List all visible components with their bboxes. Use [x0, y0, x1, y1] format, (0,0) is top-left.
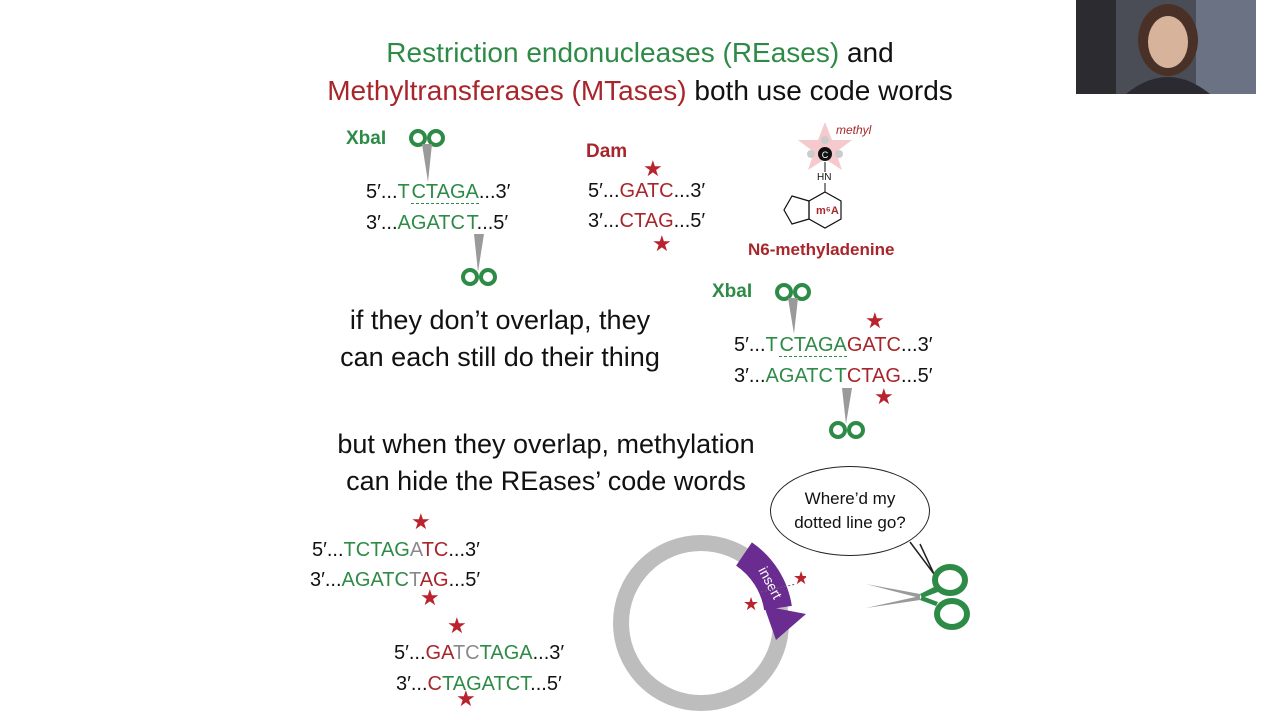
scissors-icon	[409, 129, 445, 182]
xbai-label: XbaI	[712, 281, 753, 302]
xbai2-top-strand: 5′...T CTAGAGATC...3′	[734, 334, 932, 357]
dam-label: Dam	[586, 141, 628, 162]
seq-base: T	[408, 569, 420, 591]
n6-methyladenine-caption: N6-methyladenine	[748, 240, 895, 259]
methyl-star-icon: ★	[420, 585, 440, 610]
plasmid-diagram: insert ★ ★	[613, 535, 806, 711]
scissors-icon	[461, 234, 497, 286]
seq-end: 3′...	[366, 212, 398, 234]
seq-end: ...3′	[532, 642, 565, 664]
recognition-site: TAGATCT	[442, 673, 531, 695]
methyl-star-icon: ★	[447, 613, 467, 638]
seq-end: 5′...	[312, 539, 344, 561]
hn-group: HN	[817, 172, 831, 183]
overlap2-bottom-strand: 3′...CTAGATCT...5′	[396, 673, 562, 696]
presenter-video[interactable]	[1076, 0, 1256, 94]
seq-end: 5′...	[734, 334, 766, 356]
dam-top-strand: 5′...GATC...3′	[588, 180, 705, 203]
seq-end: 5′...	[394, 642, 426, 664]
insert-segment	[735, 542, 792, 611]
presenter-video-frame	[1076, 0, 1256, 94]
recognition-site: AGATC	[341, 569, 409, 591]
text-line: but when they overlap, methylation	[337, 429, 755, 459]
seq-base: T	[765, 334, 778, 356]
title-and: and	[839, 37, 894, 68]
text-line: can hide the REases’ code words	[346, 466, 746, 496]
methyl-star-icon: ★	[793, 568, 806, 588]
m6a-label: m⁶A	[816, 205, 839, 217]
overlap2-top-strand: 5′...GATCTAGA...3′	[394, 642, 564, 665]
bubble-text: dotted line go?	[794, 513, 906, 532]
recognition-site: CTAG	[619, 210, 674, 232]
xbai-label: XbaI	[346, 128, 387, 149]
slide-title: Restriction endonucleases (REases) and M…	[0, 34, 1280, 110]
scissors-icon	[829, 388, 865, 439]
overlap1-bottom-strand: 3′...AGATCTAG...5′	[310, 569, 480, 592]
methyl-star-icon: ★	[865, 308, 885, 333]
text-line: can each still do their thing	[340, 342, 660, 372]
methyl-star-icon: ★	[652, 231, 672, 256]
seq-end: ...3′	[478, 181, 511, 203]
dam-bottom-strand: 3′...CTAG...5′	[588, 210, 705, 233]
recognition-site: CTAGA	[411, 181, 479, 204]
seq-end: 3′...	[734, 365, 766, 387]
methyl-word: methyl	[836, 123, 872, 137]
seq-end: ...3′	[900, 334, 933, 356]
methyladenine-structure: C methyl HN m⁶A	[783, 122, 872, 229]
title-reases: Restriction endonucleases (REases)	[386, 37, 840, 68]
body-text-no-overlap: if they don’t overlap, they can each sti…	[300, 302, 700, 376]
xbai1-top-strand: 5′...T CTAGA...3′	[366, 181, 510, 204]
seq-end: 3′...	[310, 569, 342, 591]
seq-base: TC	[452, 642, 480, 664]
seq-end: ...3′	[673, 180, 706, 202]
recognition-site: TCTAG	[343, 539, 410, 561]
bubble-text: Where’d my	[804, 489, 896, 508]
methylation-site: GATC	[846, 334, 901, 356]
seq-end: 3′...	[588, 210, 620, 232]
title-code-words: both use code words	[686, 75, 953, 106]
seq-end: 5′...	[588, 180, 620, 202]
methyl-star-icon: ★	[411, 509, 431, 534]
seq-end: ...5′	[900, 365, 933, 387]
seq-end: ...5′	[476, 212, 509, 234]
methyl-star-icon: ★	[743, 594, 759, 614]
recognition-site: GATC	[619, 180, 674, 202]
scissors-icon	[866, 564, 970, 630]
seq-end: ...5′	[673, 210, 706, 232]
methylation-site: TC	[421, 539, 449, 561]
seq-base: A	[409, 539, 422, 561]
seq-end: 3′...	[396, 673, 428, 695]
methylation-site: CTAG	[846, 365, 901, 387]
seq-end: ...5′	[448, 569, 481, 591]
title-mtases: Methyltransferases (MTases)	[327, 75, 687, 106]
scissors-icon	[775, 283, 811, 334]
speech-bubble: Where’d my dotted line go?	[770, 466, 930, 556]
seq-end: ...3′	[448, 539, 480, 561]
xbai1-bottom-strand: 3′...AGATC T...5′	[366, 212, 508, 235]
seq-base: T	[834, 365, 847, 387]
methylation-site: GA	[425, 642, 453, 664]
body-text-overlap: but when they overlap, methylation can h…	[296, 426, 796, 500]
seq-base: T	[397, 181, 410, 203]
methyl-star-icon: ★	[456, 686, 476, 711]
recognition-site: CTAGA	[779, 334, 847, 357]
seq-base: T	[466, 212, 477, 234]
overlap1-top-strand: 5′...TCTAGATC...3′	[312, 539, 480, 562]
methyl-star-icon: ★	[643, 156, 663, 181]
text-line: if they don’t overlap, they	[349, 305, 651, 335]
carbon-atom: C	[822, 150, 829, 160]
methyl-star-icon: ★	[874, 384, 894, 409]
methylation-site: AG	[419, 569, 449, 591]
methylation-site: C	[427, 673, 442, 695]
recognition-site: TAGA	[479, 642, 533, 664]
recognition-site: AGATC	[765, 365, 833, 387]
xbai2-bottom-strand: 3′...AGATC TCTAG...5′	[734, 365, 932, 388]
seq-end: ...5′	[530, 673, 562, 695]
seq-end: 5′...	[366, 181, 398, 203]
recognition-site: AGATC	[397, 212, 465, 234]
